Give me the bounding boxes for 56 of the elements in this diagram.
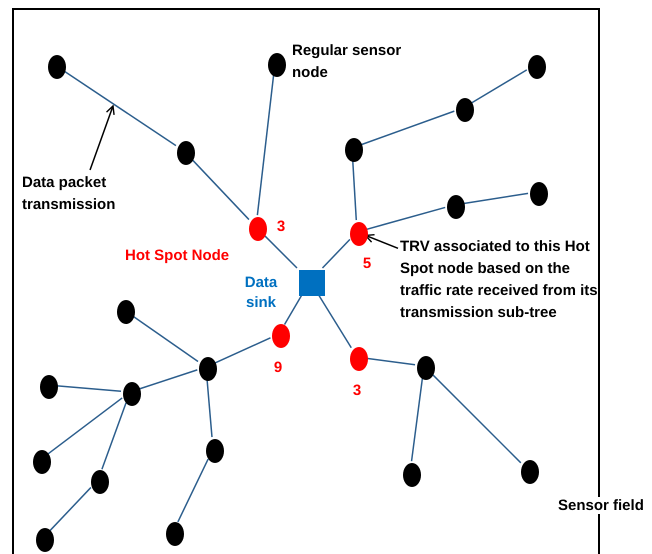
transmission-link — [138, 369, 198, 390]
transmission-link — [50, 486, 92, 532]
sensor-node — [48, 55, 66, 79]
transmission-link — [62, 70, 176, 146]
sensor-node — [123, 382, 141, 406]
sensor-node — [36, 528, 54, 552]
sink-label: Data sink — [244, 273, 278, 313]
sensor-node — [206, 439, 224, 463]
transmission-link — [317, 294, 352, 348]
sensor-node — [40, 375, 58, 399]
annotation-text: TRV associated to this Hot Spot node based on the traffic rate received from its transmission sub-tree — [400, 236, 605, 324]
sensor-node — [521, 460, 539, 484]
field-label: Sensor field — [558, 497, 644, 514]
transmission-link — [56, 385, 122, 392]
sensor-node — [417, 356, 435, 380]
traffic-rate-value: 5 — [362, 254, 372, 274]
traffic-rate-value: 3 — [276, 217, 286, 237]
transmission-link — [190, 158, 250, 220]
sensor-node — [268, 53, 286, 77]
transmission-link — [262, 234, 298, 269]
sensor-node — [456, 98, 474, 122]
sensor-node — [166, 522, 184, 546]
sensor-node — [528, 55, 546, 79]
transmission-link — [256, 74, 274, 216]
transmission-link — [177, 458, 209, 522]
transmission-link — [47, 397, 123, 455]
transmission-link — [132, 314, 198, 362]
transmission-link — [322, 238, 350, 269]
sensor-node — [177, 141, 195, 165]
transmission-link — [284, 294, 304, 325]
transmission-link — [366, 357, 416, 366]
sensor-node — [33, 450, 51, 474]
leader-arrow — [364, 234, 398, 249]
sensor-node — [530, 182, 548, 206]
transmission-link — [101, 402, 127, 470]
transmission-link — [430, 372, 522, 464]
transmission-link — [206, 378, 213, 438]
sensor-node — [345, 138, 363, 162]
text-label: Regular sensor node — [292, 41, 402, 83]
transmission-link — [352, 160, 358, 220]
transmission-link — [470, 69, 528, 104]
transmission-link — [360, 110, 455, 146]
sensor-node — [91, 470, 109, 494]
text-label: Hot Spot Node — [125, 246, 230, 266]
leader-arrow — [89, 105, 115, 170]
sensor-node — [447, 195, 465, 219]
traffic-rate-value: 9 — [272, 358, 284, 378]
transmission-link — [366, 206, 446, 230]
sensor-node — [403, 463, 421, 487]
traffic-rate-value: 3 — [352, 381, 362, 401]
transmission-link — [214, 337, 271, 364]
sensor-node — [199, 357, 217, 381]
annotation-text: Data packet transmission — [22, 172, 147, 216]
sensor-node — [117, 300, 135, 324]
transmission-link — [462, 192, 528, 204]
transmission-link — [410, 378, 424, 462]
